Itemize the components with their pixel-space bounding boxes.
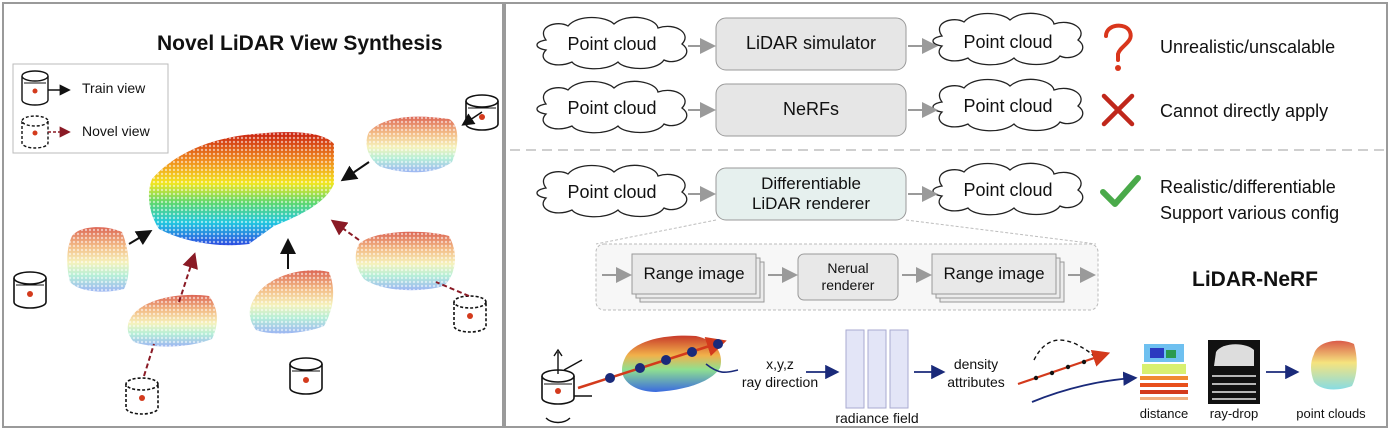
train-lidar-bottom <box>289 357 323 395</box>
row3-output-label: Point cloud <box>963 180 1053 201</box>
pipeline-range-image-2: Range image <box>943 263 1045 283</box>
row2-input-label: Point cloud <box>567 98 657 119</box>
distance-label: distance <box>1139 406 1189 421</box>
cloud-row2-input <box>536 80 688 134</box>
legend-novel-label: Novel view <box>82 123 150 139</box>
neural-renderer-line1: Nerual <box>827 260 869 277</box>
novel-view-lidar-icon <box>21 115 71 149</box>
ray-to-input-connector <box>705 363 739 374</box>
row1-input-label: Point cloud <box>567 34 657 55</box>
right-panel-graphics <box>510 12 1386 424</box>
row1-method-label: LiDAR simulator <box>745 33 877 54</box>
row3-comment-line2: Support various config <box>1160 203 1340 223</box>
raydrop-label: ray-drop <box>1209 406 1259 421</box>
arrow-novel-right-source <box>435 281 470 297</box>
question-mark-icon <box>1104 23 1133 71</box>
sparse-car-left <box>67 227 129 292</box>
row2-comment: Cannot directly apply <box>1160 101 1329 121</box>
row3-method-label: Differentiable LiDAR renderer <box>716 170 906 218</box>
arrow-novel-bottom-left <box>178 252 198 303</box>
row2-method-label: NeRFs <box>782 99 839 120</box>
pipeline-range-image-1: Range image <box>643 263 745 283</box>
row3-method-line2: LiDAR renderer <box>751 194 871 213</box>
check-icon <box>1100 175 1141 207</box>
cross-icon <box>1101 93 1135 127</box>
arrow-novel-bottom-left-source <box>143 343 155 377</box>
neural-renderer-line2: renderer <box>821 277 875 293</box>
radiance-field-network <box>845 329 909 409</box>
row3-input-label: Point cloud <box>567 182 657 203</box>
pipeline-neural-renderer: Nerual renderer <box>798 254 898 300</box>
range-image-stack-1 <box>631 253 765 303</box>
sparse-car-right <box>355 231 456 291</box>
range-image-stack-2 <box>931 253 1065 303</box>
sparse-car-bottom-left <box>127 294 217 347</box>
train-lidar-left <box>13 271 47 309</box>
ray-sample-points <box>605 339 723 383</box>
zoom-line-left <box>595 219 717 245</box>
left-panel-novel-view-synthesis: Novel LiDAR View Synthesis Train view No… <box>2 2 504 428</box>
output-attributes-label: attributes <box>947 374 1005 390</box>
radiance-field-label: radiance field <box>835 410 919 426</box>
train-view-lidar-icon <box>21 70 71 106</box>
input-xyz-label: x,y,z <box>766 356 794 372</box>
output-density-label: density <box>953 356 999 372</box>
arrow-train-top-right <box>461 111 483 126</box>
input-ray-direction-label: ray direction <box>741 374 819 390</box>
legend-train-label: Train view <box>82 80 146 96</box>
method-box-differentiable-renderer <box>715 167 907 221</box>
row2-output-label: Point cloud <box>963 96 1053 117</box>
novel-lidar-bottom-left <box>125 377 159 415</box>
neural-renderer-box <box>797 253 899 301</box>
row1-comment: Unrealistic/unscalable <box>1160 37 1336 57</box>
cloud-row1-input <box>536 16 688 70</box>
zoom-line-right <box>905 219 1097 245</box>
lidar-sensor-icon <box>541 348 592 424</box>
left-panel-title: Novel LiDAR View Synthesis <box>157 32 443 55</box>
row3-method-line1: Differentiable <box>761 173 861 193</box>
arrow-sparse-to-main-left <box>128 229 153 246</box>
distance-map-image <box>1138 340 1190 404</box>
cloud-row3-input <box>536 164 688 218</box>
sparse-car-bottom-center <box>249 270 334 334</box>
row3-comment-line1: Realistic/differentiable <box>1160 177 1336 197</box>
cloud-row3-output <box>932 162 1084 216</box>
output-point-cloud-car <box>1311 340 1357 390</box>
arrow-sparse-to-main-right <box>340 161 370 182</box>
left-panel-illustration <box>12 63 499 415</box>
volume-rendering-plot <box>1017 339 1138 403</box>
raydrop-mask-image <box>1208 340 1260 404</box>
novel-lidar-right <box>453 295 487 333</box>
right-panel-methods: Point cloud LiDAR simulator Point cloud … <box>504 2 1388 428</box>
arrow-novel-right <box>330 219 360 241</box>
cloud-row2-output <box>932 78 1084 132</box>
method-box-nerfs <box>715 83 907 137</box>
method-box-lidar-simulator <box>715 17 907 71</box>
lidar-nerf-brand: LiDAR-NeRF <box>1192 268 1318 291</box>
ray-line <box>577 337 727 390</box>
sparse-car-top-right <box>366 116 458 173</box>
row1-output-label: Point cloud <box>963 32 1053 53</box>
cloud-row1-output <box>932 12 1084 66</box>
point-clouds-label: point clouds <box>1296 406 1366 421</box>
main-car-point-cloud <box>148 132 334 246</box>
